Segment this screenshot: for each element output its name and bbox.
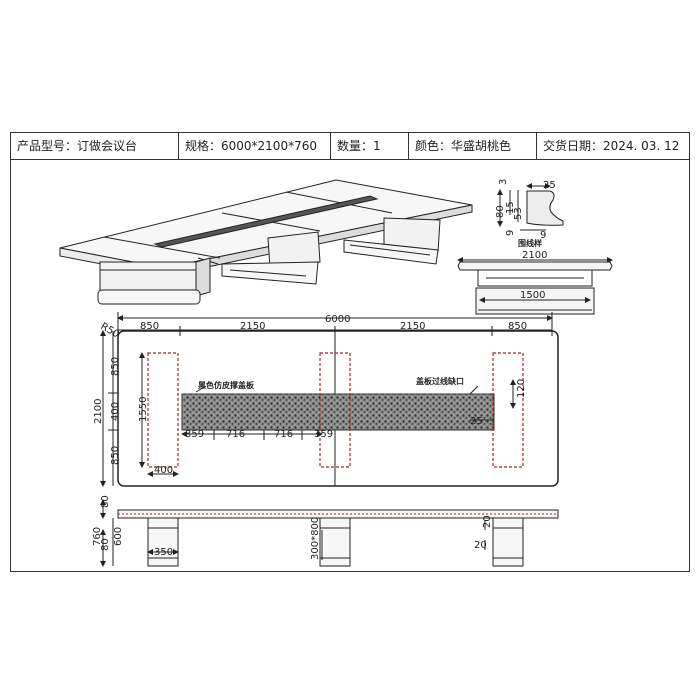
- plan-depth: 2100: [93, 399, 104, 424]
- plan-depth-part-1: 850: [110, 357, 121, 376]
- side-top-width: 2100: [522, 250, 547, 261]
- front-mid-dims: 300*800: [310, 517, 321, 560]
- notch-height: 120: [516, 379, 527, 398]
- front-total-height: 760: [92, 527, 103, 546]
- edge-profile-detail: [497, 183, 564, 231]
- profile-dim-9b: 9: [540, 230, 546, 241]
- color-cell: 颜色：华盛胡桃色: [409, 133, 537, 159]
- drawing-sheet: 产品型号：订做会议台 规格：6000*2100*760 数量：1 颜色：华盛胡桃…: [10, 132, 690, 572]
- strip-dim-3: 716: [274, 429, 293, 440]
- notch-note: 盖板过线缺口: [416, 376, 464, 386]
- front-elevation: [100, 499, 559, 567]
- plan-segment-4: 850: [508, 321, 527, 332]
- plan-segment-2: 2150: [240, 321, 265, 332]
- plan-depth-part-3: 850: [110, 446, 121, 465]
- profile-dim-15: 15: [505, 201, 516, 214]
- front-leg-height: 600: [113, 527, 124, 546]
- product-model-cell: 产品型号：订做会议台: [11, 133, 179, 159]
- profile-dim-9a: 9: [505, 230, 516, 236]
- title-block: 产品型号：订做会议台 规格：6000*2100*760 数量：1 颜色：华盛胡桃…: [11, 133, 689, 160]
- front-right-dim-b: 20: [474, 540, 487, 551]
- notch-width: 25: [470, 416, 483, 427]
- front-top-thickness: 80: [100, 495, 111, 508]
- plan-view: [100, 312, 559, 487]
- spec-cell: 规格：6000*2100*760: [179, 133, 331, 159]
- front-base-height: 80: [100, 538, 111, 551]
- plan-depth-part-2: 400: [110, 402, 121, 421]
- profile-dim-3: 3: [498, 179, 509, 185]
- profile-label: 围线样: [518, 238, 542, 248]
- plan-segment-1: 850: [140, 321, 159, 332]
- front-right-dim-a: 20: [482, 515, 493, 528]
- plan-total-length: 6000: [325, 314, 350, 325]
- strip-dim-4: 359: [314, 429, 333, 440]
- profile-dim-25: 25: [543, 180, 556, 191]
- strip-note: 黑色仿皮撑盖板: [198, 380, 255, 390]
- delivery-date-cell: 交货日期：2024. 03. 12: [543, 139, 680, 153]
- strip-dim-2: 716: [226, 429, 245, 440]
- quantity-cell: 数量：1: [331, 133, 409, 159]
- plan-opening-width: 400: [154, 465, 173, 476]
- perspective-view: [59, 179, 473, 305]
- profile-dim-53: 53: [513, 207, 524, 220]
- strip-dim-1: 359: [185, 429, 204, 440]
- plan-segment-3: 2150: [400, 321, 425, 332]
- front-leg-width: 350: [154, 547, 173, 558]
- side-base-width: 1500: [520, 290, 545, 301]
- plan-opening-length: 1550: [138, 397, 149, 422]
- profile-dim-80: 80: [495, 205, 506, 218]
- side-view: [457, 257, 613, 315]
